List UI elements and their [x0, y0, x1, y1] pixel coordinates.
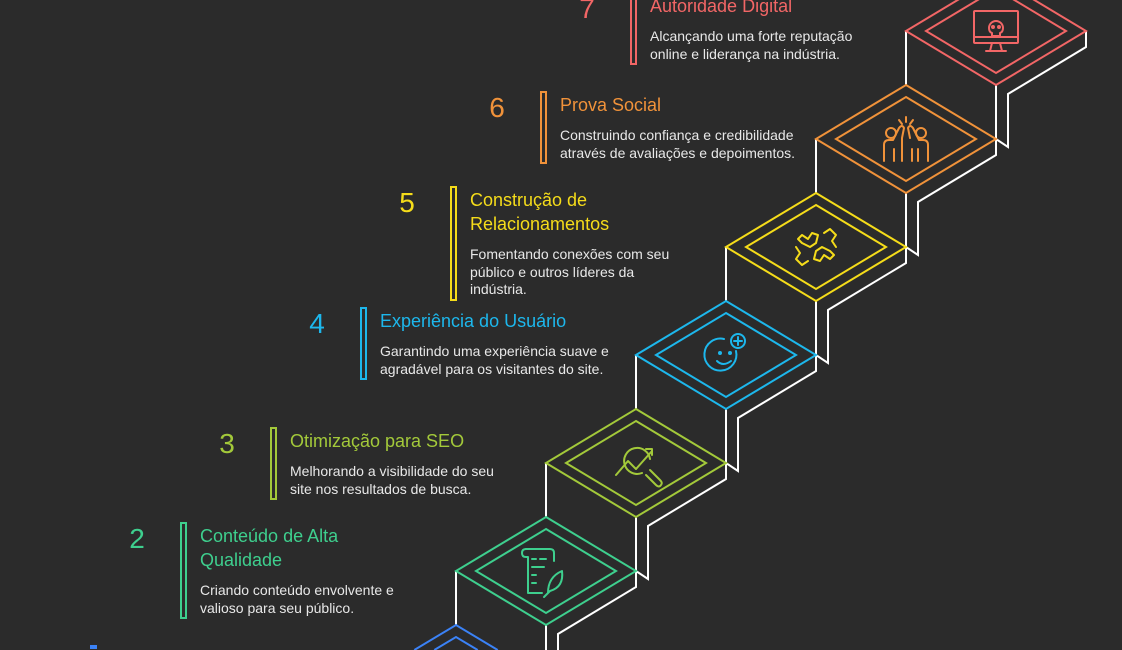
step-number: 5 — [399, 187, 415, 218]
step-title: Conteúdo de Alta Qualidade — [200, 526, 339, 570]
step-3-top-face — [544, 407, 728, 519]
step-description: Melhorando a visibilidade do seu site no… — [290, 463, 494, 497]
step-2-inner-face — [474, 527, 618, 615]
step-description: Construindo confiança e credibilidade at… — [560, 127, 796, 161]
search-growth-icon — [615, 446, 663, 488]
step-1-inner-face — [433, 635, 479, 650]
step-bar — [270, 427, 277, 500]
step-5-inner-face — [744, 203, 888, 291]
stair-outline — [557, 31, 1087, 650]
step-2-top-face — [454, 515, 638, 627]
step-number: 4 — [309, 308, 325, 339]
monitor-skull-icon — [973, 10, 1019, 52]
step-bar — [180, 522, 187, 619]
step-description: Garantindo uma experiência suave e agrad… — [380, 343, 609, 377]
step-title: Construção de Relacionamentos — [470, 190, 610, 234]
step-title: Experiência do Usuário — [380, 311, 567, 331]
step-6-inner-face — [834, 95, 978, 183]
step-5: 5 Construção de Relacionamentos Fomentan… — [399, 186, 710, 301]
step-description: Criando conteúdo envolvente e valioso pa… — [200, 582, 394, 616]
step-bar — [630, 0, 637, 65]
step-title: Autoridade Digital — [650, 0, 793, 16]
step-description: Alcançando uma forte reputação online e … — [650, 28, 853, 62]
step-1 — [90, 645, 390, 649]
step-bar — [540, 91, 547, 164]
step-5-top-face — [724, 191, 908, 303]
step-6-top-face — [814, 83, 998, 195]
step-number: 2 — [129, 523, 145, 554]
step-4: 4 Experiência do Usuário Garantindo uma … — [309, 307, 620, 380]
handshake-icon — [795, 228, 837, 266]
step-7-inner-face — [924, 0, 1068, 75]
step-4-top-face — [634, 299, 818, 411]
step-bar — [450, 186, 457, 301]
step-3-inner-face — [564, 419, 708, 507]
smiley-plus-icon — [703, 333, 746, 372]
step-bar — [360, 307, 367, 380]
step-bar — [90, 645, 97, 649]
step-1-top-face — [413, 623, 499, 650]
step-3: 3 Otimização para SEO Melhorando a visib… — [219, 427, 520, 500]
step-description: Fomentando conexões com seu público e ou… — [470, 246, 670, 297]
step-6: 6 Prova Social Construindo confiança e c… — [489, 91, 800, 164]
step-2: 2 Conteúdo de Alta Qualidade Criando con… — [129, 522, 430, 619]
step-4-inner-face — [654, 311, 798, 399]
step-number: 7 — [579, 0, 595, 24]
step-number: 3 — [219, 428, 235, 459]
step-title: Otimização para SEO — [290, 431, 465, 451]
step-number: 6 — [489, 92, 505, 123]
step-title: Prova Social — [560, 95, 662, 115]
scroll-quill-icon — [521, 548, 564, 598]
high-five-icon — [883, 116, 929, 162]
step-7: 7 Autoridade Digital Alcançando uma fort… — [579, 0, 890, 65]
